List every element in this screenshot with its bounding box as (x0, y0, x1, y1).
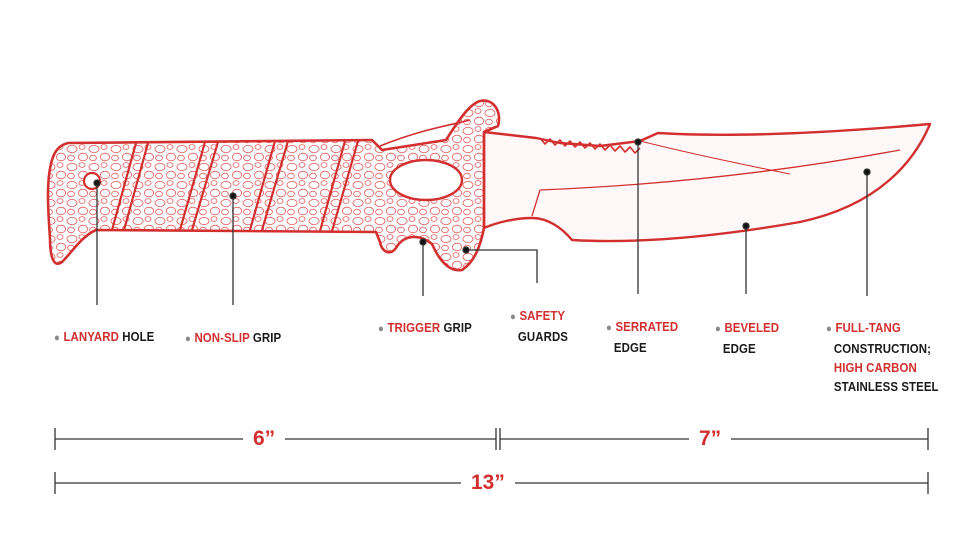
lanyard-highlight: LANYARD (63, 329, 119, 344)
beveled-highlight: BEVELED (724, 320, 780, 335)
serrated-rest: EDGE (613, 340, 647, 355)
bullet-icon: ● (606, 322, 612, 334)
fuller-line (531, 189, 541, 217)
serrated-highlight: SERRATED (615, 319, 679, 334)
dimension-handle-length: 6” (243, 427, 286, 451)
callout-full-tang: ●FULL-TANG CONSTRUCTION; HIGH CARBON STA… (826, 318, 939, 396)
trigger-rest: GRIP (443, 320, 472, 335)
guard-detail (379, 119, 471, 147)
bullet-icon: ● (715, 323, 721, 335)
nonslip-highlight: NON-SLIP (194, 330, 250, 345)
grip-band-8 (330, 140, 360, 232)
fulltang-highlight: FULL-TANG (835, 320, 901, 335)
grip-band-2 (122, 142, 150, 231)
bevel-line (539, 149, 901, 191)
callout-trigger-grip: ●TRIGGER GRIP (378, 318, 472, 339)
bullet-icon: ● (378, 323, 384, 335)
grip-band-3 (178, 141, 207, 231)
bullet-icon: ● (185, 333, 191, 345)
safety-highlight: SAFETY (519, 308, 566, 323)
callout-nonslip-grip: ●NON-SLIP GRIP (185, 328, 281, 349)
grip-band-7 (318, 140, 347, 232)
finger-hole (388, 158, 464, 202)
grip-band-1 (110, 142, 138, 231)
grip-band-4 (190, 141, 220, 231)
blade-outline (482, 122, 932, 243)
bullet-icon: ● (54, 332, 60, 344)
lanyard-rest: HOLE (122, 329, 155, 344)
dimension-total-length: 13” (461, 471, 515, 495)
callout-beveled-edge: ●BEVELED EDGE (715, 318, 779, 358)
spine-bevel (639, 140, 791, 175)
trigger-highlight: TRIGGER (387, 320, 441, 335)
nonslip-rest: GRIP (252, 330, 282, 345)
safety-rest: GUARDS (517, 329, 569, 344)
callout-safety-guards: ●SAFETY GUARDS (510, 306, 568, 346)
grip-band-6 (260, 140, 290, 231)
callout-lanyard-hole: ●LANYARD HOLE (54, 327, 154, 348)
bullet-icon: ● (510, 311, 516, 323)
fulltang-rest: CONSTRUCTION; (833, 341, 932, 356)
fulltang-highlight2: HIGH CARBON (833, 360, 917, 375)
callout-serrated-edge: ●SERRATED EDGE (606, 317, 678, 357)
beveled-rest: EDGE (722, 341, 756, 356)
fulltang-rest2: STAINLESS STEEL (833, 379, 939, 394)
grip-band-5 (248, 140, 277, 231)
serration-teeth (539, 137, 641, 154)
leader-lines (93, 138, 871, 305)
handle-outline (46, 99, 501, 272)
dimension-blade-length: 7” (689, 427, 732, 451)
bullet-icon: ● (826, 323, 832, 335)
